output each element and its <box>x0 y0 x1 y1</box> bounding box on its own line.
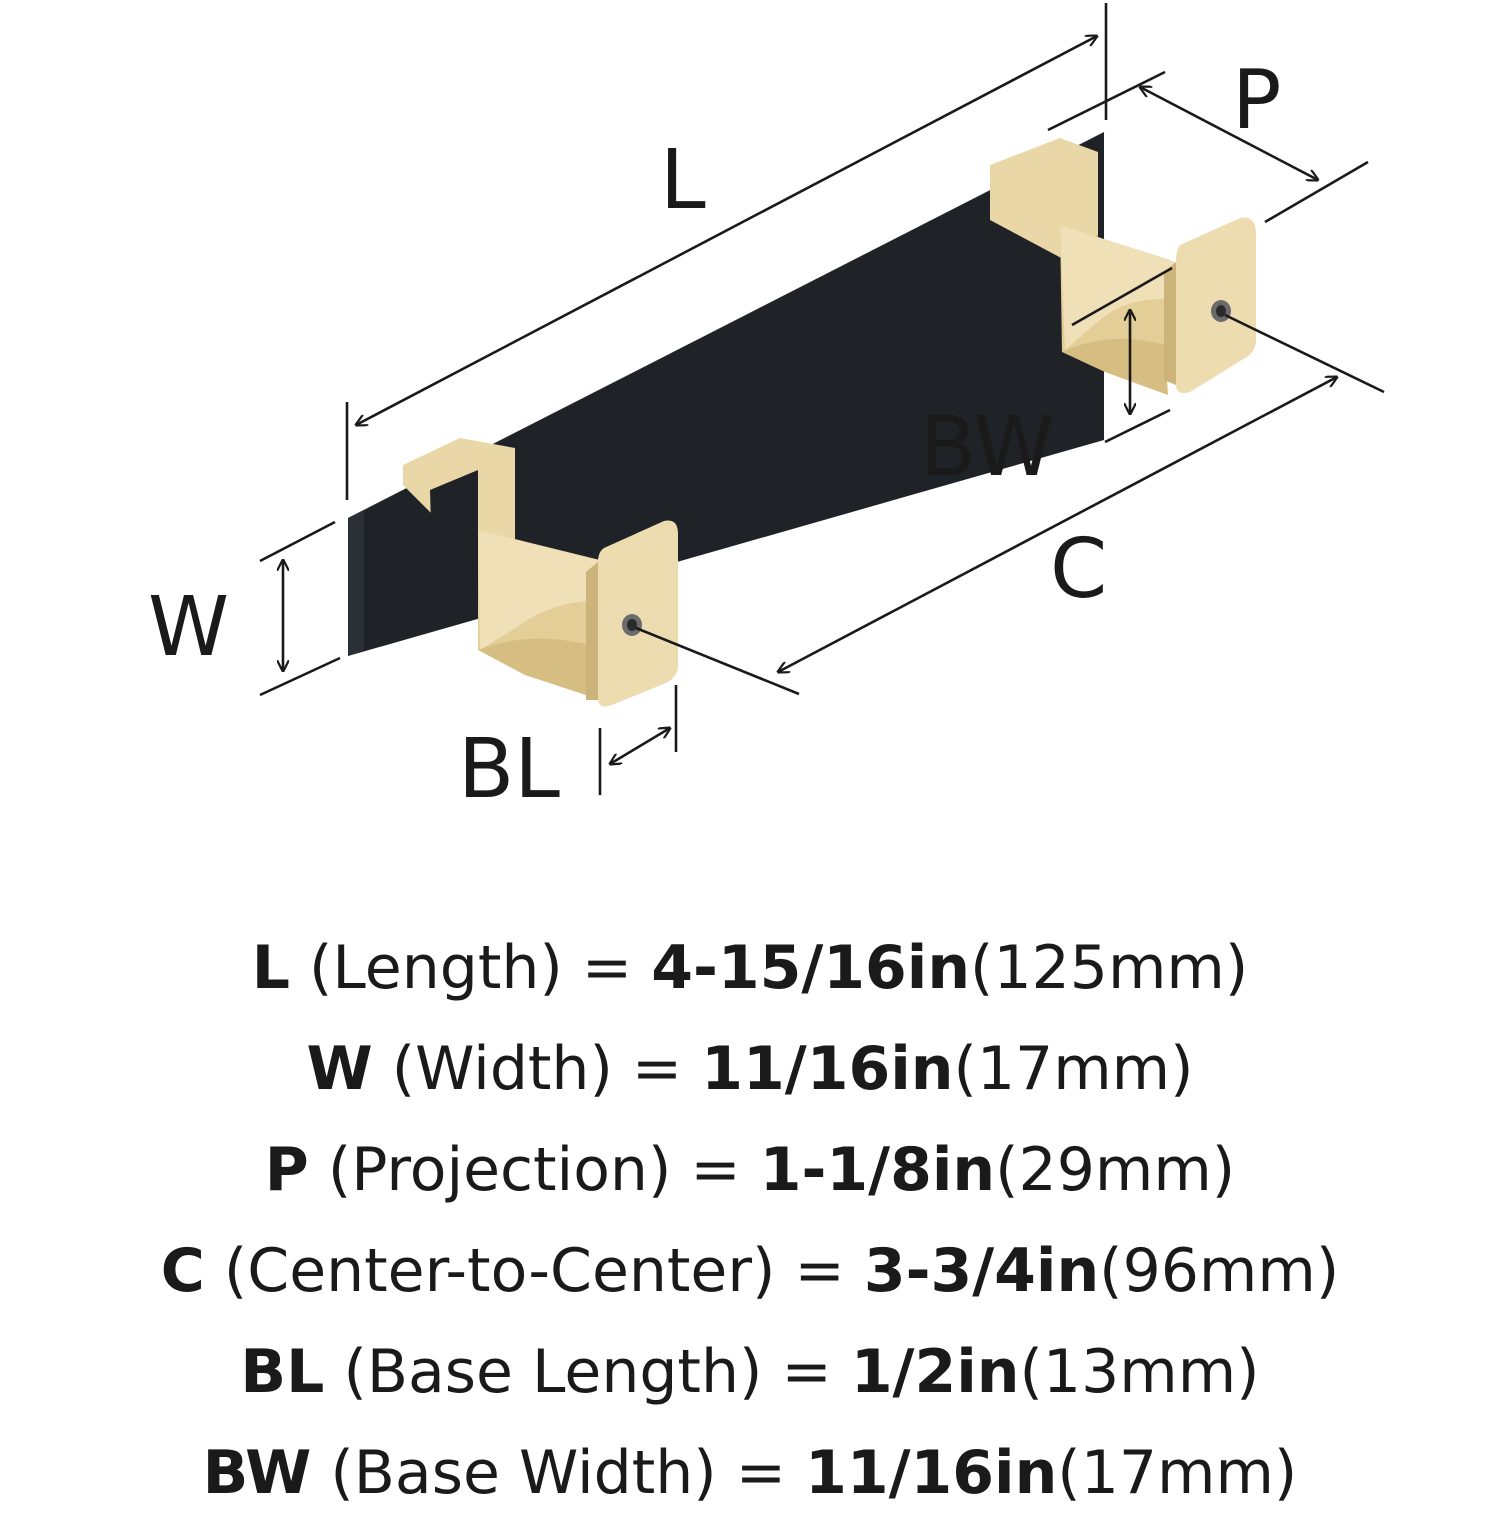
spec-imperial-value: 1/2in <box>850 1337 1020 1407</box>
spec-imperial-value: 11/16in <box>805 1438 1058 1508</box>
label-L: L <box>660 133 706 228</box>
spec-description: (Projection) = <box>308 1135 760 1205</box>
spec-symbol: C <box>160 1236 205 1306</box>
spec-description: (Base Width) = <box>311 1438 806 1508</box>
dimension-spec-list: L (Length) = 4-15/16in(125mm) W (Width) … <box>0 918 1500 1524</box>
label-W: W <box>148 580 229 675</box>
spec-row-length: L (Length) = 4-15/16in(125mm) <box>0 918 1500 1019</box>
cabinet-pull-dimension-diagram: L P BW C W BL <box>148 3 1385 817</box>
right-base-plate <box>1164 217 1256 394</box>
spec-row-base-width: BW (Base Width) = 11/16in(17mm) <box>0 1423 1500 1524</box>
dimension-lines <box>259 3 1385 795</box>
label-P: P <box>1232 53 1281 148</box>
left-post <box>403 438 605 698</box>
spec-row-projection: P (Projection) = 1-1/8in(29mm) <box>0 1120 1500 1221</box>
spec-row-base-length: BL (Base Length) = 1/2in(13mm) <box>0 1322 1500 1423</box>
spec-metric-value: (96mm) <box>1099 1236 1340 1306</box>
left-base-plate <box>586 520 678 707</box>
spec-symbol: P <box>264 1135 309 1205</box>
spec-symbol: BW <box>202 1438 312 1508</box>
spec-symbol: W <box>306 1034 373 1104</box>
label-BL: BL <box>458 722 560 817</box>
spec-description: (Base Length) = <box>324 1337 851 1407</box>
spec-imperial-value: 1-1/8in <box>759 1135 996 1205</box>
spec-imperial-value: 11/16in <box>701 1034 954 1104</box>
spec-metric-value: (13mm) <box>1019 1337 1260 1407</box>
spec-symbol: L <box>251 933 290 1003</box>
spec-description: (Width) = <box>372 1034 702 1104</box>
spec-description: (Center-to-Center) = <box>204 1236 864 1306</box>
spec-row-width: W (Width) = 11/16in(17mm) <box>0 1019 1500 1120</box>
spec-metric-value: (17mm) <box>953 1034 1194 1104</box>
spec-row-center-to-center: C (Center-to-Center) = 3-3/4in(96mm) <box>0 1221 1500 1322</box>
spec-imperial-value: 4-15/16in <box>651 933 971 1003</box>
spec-description: (Length) = <box>289 933 652 1003</box>
label-C: C <box>1050 522 1107 617</box>
spec-metric-value: (29mm) <box>995 1135 1236 1205</box>
spec-symbol: BL <box>240 1337 325 1407</box>
spec-imperial-value: 3-3/4in <box>863 1236 1100 1306</box>
spec-metric-value: (17mm) <box>1057 1438 1298 1508</box>
label-BW: BW <box>920 400 1054 495</box>
spec-metric-value: (125mm) <box>970 933 1249 1003</box>
